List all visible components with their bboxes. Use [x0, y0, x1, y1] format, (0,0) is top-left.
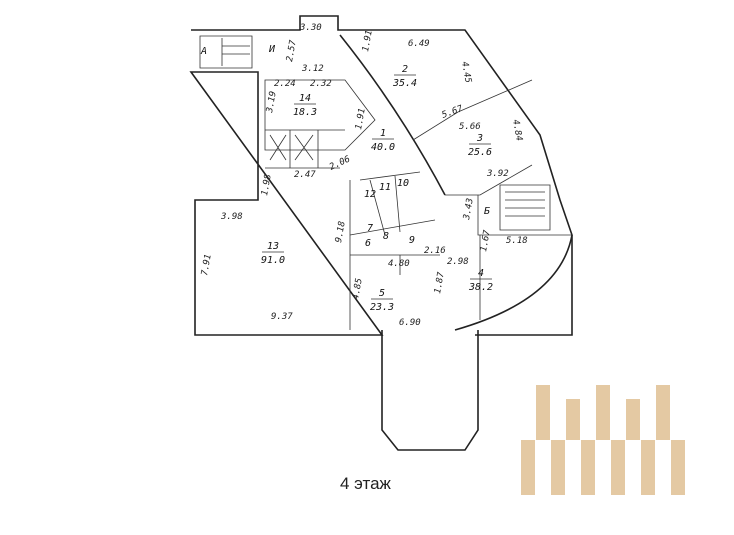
plan-label: 3.43: [462, 197, 476, 221]
plan-label: 18.3: [293, 107, 317, 118]
plan-line: [454, 234, 573, 331]
plan-line: [199, 35, 253, 69]
plan-label: 4.84: [510, 119, 524, 142]
dimension-labels: 3.30 1.91 6.49 4.45 2.57 3.12 2.24 2.32 …: [200, 23, 528, 328]
plan-label: 91.0: [261, 255, 285, 266]
plan-label: 3.30: [299, 23, 322, 33]
logo-bar: [536, 385, 550, 440]
stair-a-label: А: [200, 46, 207, 57]
plan-label: 1.91: [354, 107, 368, 130]
walls: [189, 15, 573, 451]
room-8: 8: [383, 231, 389, 242]
plan-label: 5.66: [459, 122, 481, 132]
room-9: 9: [409, 235, 415, 246]
plan-label: 2.32: [310, 79, 332, 89]
plan-label: 1.98: [260, 173, 274, 196]
room-11: 11: [379, 182, 391, 193]
plan-label: 2.24: [274, 79, 296, 89]
plan-line: [381, 330, 479, 451]
plan-line: [265, 129, 345, 169]
room-10: 10: [397, 178, 409, 189]
plan-label: 5.67: [441, 104, 465, 121]
company-logo: [521, 385, 685, 495]
room-12: 12: [364, 189, 376, 200]
room-1: 140.0: [371, 128, 395, 153]
plan-label: 1: [380, 128, 386, 139]
logo-bar: [596, 385, 610, 440]
plan-label: 1.91: [361, 29, 375, 52]
plan-label: 35.4: [392, 78, 417, 89]
plan-label: 4.85: [351, 277, 365, 300]
plan-line: [269, 134, 314, 161]
plan-label: 6.49: [408, 39, 430, 49]
plan-line: [477, 195, 572, 320]
plan-label: 9.37: [271, 312, 293, 322]
logo-bar: [656, 385, 670, 440]
plan-label: 40.0: [371, 142, 395, 153]
plan-label: 2.16: [424, 246, 446, 256]
room-13: 13 91.0: [261, 241, 285, 266]
logo-bar: [671, 440, 685, 495]
plan-label: 5.18: [506, 236, 528, 246]
plan-label: 6.90: [399, 318, 421, 328]
plan-line: [349, 180, 440, 330]
plan-label: 25.6: [468, 147, 492, 158]
plan-label: 14: [299, 93, 311, 104]
plan-label: 2: [402, 64, 408, 75]
room-2: 235.4: [392, 64, 417, 89]
stair-labels: А Б И: [200, 44, 490, 217]
plan-label: 2.57: [285, 39, 299, 63]
plan-label: 3.12: [301, 64, 324, 74]
plan-label: 5: [379, 288, 385, 299]
plan-label: 2.98: [447, 257, 469, 267]
logo-bar: [551, 440, 565, 495]
stair-b-label: Б: [484, 206, 490, 217]
stair-i-label: И: [268, 44, 276, 55]
logo-bar: [581, 440, 595, 495]
logo-bar: [566, 399, 580, 440]
logo-bar: [521, 440, 535, 495]
plan-label: 4.45: [459, 61, 473, 84]
plan-label: 7.91: [200, 253, 214, 276]
room-7: 7: [367, 223, 373, 234]
plan-line: [339, 34, 446, 196]
room-6: 6: [365, 238, 371, 249]
plan-line: [189, 15, 573, 336]
plan-label: 3.19: [265, 90, 279, 114]
room-3: 325.6: [468, 133, 492, 158]
plan-label: 23.3: [370, 302, 394, 313]
plan-label: 4.80: [388, 259, 410, 269]
plan-label: 13: [267, 241, 279, 252]
plan-label: 3.98: [220, 212, 243, 222]
plan-line: [445, 164, 533, 196]
plan-label: 3: [476, 133, 483, 144]
plan-label: 3.92: [486, 169, 509, 179]
floor-caption: 4 этаж: [340, 474, 391, 493]
logo-bar: [626, 399, 640, 440]
plan-line: [257, 72, 376, 151]
plan-label: 2.47: [294, 170, 316, 180]
plan-label: 9.18: [334, 220, 348, 243]
plan-line: [499, 184, 551, 231]
plan-line: [349, 171, 436, 236]
plan-label: 1.87: [433, 271, 447, 295]
plan-label: 38.2: [468, 282, 493, 293]
room-4: 438.2: [468, 268, 493, 293]
room-14: 14 18.3: [293, 93, 317, 118]
logo-bar: [641, 440, 655, 495]
plan-label: 4: [478, 268, 484, 279]
plan-label: 2.06: [328, 154, 352, 172]
logo-bar: [611, 440, 625, 495]
plan-label: 1.67: [479, 229, 493, 253]
plan-line: [412, 79, 533, 141]
room-5: 523.3: [370, 288, 394, 313]
